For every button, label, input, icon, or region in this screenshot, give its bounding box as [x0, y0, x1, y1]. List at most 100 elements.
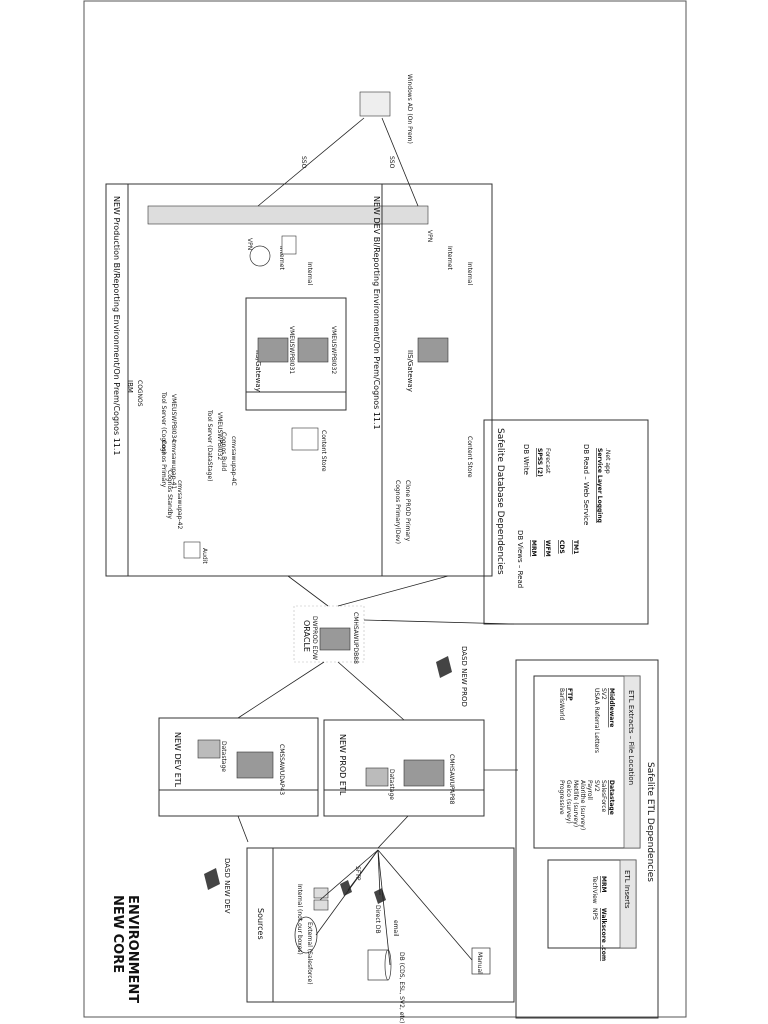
- cognos-build-host: cmvsawupap-4C: [230, 436, 237, 486]
- sftp-icon: [340, 880, 352, 896]
- etl-extracts-title: ETL Extracts – File Location: [627, 690, 635, 785]
- spss-label: SPSS (2): [536, 448, 543, 477]
- manual-label: Manual: [476, 952, 483, 974]
- sftp-label: SFTP: [354, 866, 361, 881]
- datastage-extract-title: Datastage: [608, 780, 615, 815]
- sso-label-1: SSO: [300, 156, 307, 169]
- server-icon: [417, 337, 449, 363]
- tool-server-2-label: Tool Server (DataStage): [206, 409, 213, 482]
- datastage-label: Datastage: [220, 741, 227, 772]
- windows-ad-label: Windows AD (On Prem): [406, 74, 413, 144]
- diagram-title-line1: NEW CORE: [110, 895, 125, 973]
- db-view-item: WFM: [544, 540, 551, 557]
- extract-item: SalesForce: [600, 780, 607, 813]
- oracle-db-label: DWPROD EDW: [311, 616, 318, 660]
- etl-inserts-title: ETL Inserts: [623, 870, 631, 909]
- prod-etl-box: NEW PROD ETL Datastage CMHSAWUPAP88: [323, 719, 485, 817]
- middleware-title: Middleware: [608, 688, 615, 727]
- page-frame: [83, 0, 687, 1018]
- extract-item: Metlife (survey): [572, 780, 579, 827]
- db-views-label: DB Views – Read: [516, 530, 524, 588]
- db-view-item: CDS: [558, 540, 565, 554]
- ibm-logo: IBM: [126, 380, 134, 393]
- forecast-label: Forecast: [544, 448, 551, 474]
- oracle-logo: ORACLE: [302, 620, 311, 652]
- walkscore-label: Walkscore .com: [600, 908, 607, 961]
- vme2-label: VMEUSWPBI032: [330, 326, 337, 374]
- server-icon: [313, 887, 329, 899]
- sources-title: Sources: [256, 908, 265, 940]
- dev-etl-title: NEW DEV ETL: [173, 732, 182, 788]
- mrm-label: MRM: [600, 876, 607, 893]
- cognos-primary-label: Cognos Primary: [160, 440, 167, 488]
- server-icon: [236, 751, 274, 779]
- db-read-ws-label: DB Read – Web Service: [582, 444, 590, 525]
- cognos-logo: COGNOS: [136, 380, 143, 407]
- internal-label: Internal: [306, 262, 313, 285]
- extract-item: Progressive: [558, 780, 565, 815]
- laptop-icon: [471, 947, 491, 975]
- ftp-title: FTP: [566, 688, 573, 701]
- db-source-label: DB (CDS, ESL, SV2, etc): [398, 952, 405, 1023]
- safelite-etl-box: Safelite ETL Dependencies ETL Inserts MR…: [515, 659, 659, 1019]
- extract-item: BarlsWorld: [558, 688, 565, 720]
- oracle-edw: ORACLE DWPROD EDW CMHSAWUPDB88: [293, 605, 365, 664]
- server-icon: [319, 627, 351, 651]
- dev-vpn-label: VPN: [426, 230, 433, 242]
- direct-db-label: Direct DB: [374, 905, 381, 934]
- extract-item: Geico (survey): [565, 780, 572, 824]
- tool-server-2-host: VMEUSWPBI032: [216, 412, 223, 460]
- ibm-datastage-logo: [365, 767, 389, 787]
- content-store-icon: [291, 427, 319, 451]
- cognos-primary-host: cmvsawupap-41: [170, 440, 177, 489]
- extract-item: Alorithe (survey): [579, 780, 586, 830]
- extract-item: Payroll: [586, 780, 593, 800]
- server-icon: [297, 337, 329, 363]
- nps-label: NPS: [591, 908, 598, 920]
- cognos-build-label: Cognos Build: [220, 432, 227, 471]
- extract-item: USAA Referral Letters: [593, 688, 600, 753]
- server-icon: [403, 759, 445, 787]
- diagram-title-line2: ENVIRONMENT: [125, 895, 140, 1003]
- ibm-datastage-logo: [197, 739, 221, 759]
- service-layer-label: Service Layer Logging: [596, 448, 603, 523]
- server-icon: [313, 899, 329, 911]
- datastage-label: Datastage: [388, 769, 395, 800]
- iis-label: IIS/Gateway: [254, 350, 262, 392]
- dasd-dev-icon: [204, 868, 220, 890]
- oracle-host: CMHSAWUPDB88: [352, 612, 359, 664]
- vme1-label: VMEUSWPBI031: [288, 326, 295, 374]
- sso-label-2: SSO: [388, 156, 395, 169]
- dev-bi-box: NEW DEV BI/Reporting Environment/On Prem…: [372, 183, 493, 577]
- internal-source-label: Internal (not our boxes): [296, 884, 303, 955]
- dev-etl-box: NEW DEV ETL Datastage CMSSAWUDAP43: [158, 717, 319, 817]
- laptop-icon: [281, 235, 297, 255]
- external-source-label: External (Salesforce): [306, 922, 313, 985]
- iis-frame: [245, 297, 347, 411]
- internet-label: Internet: [278, 246, 285, 270]
- safelite-etl-frame: [515, 659, 659, 1019]
- dasd-dev-label: DASD NEW DEV: [223, 858, 231, 914]
- audit-label: Audit: [201, 548, 208, 564]
- content-store-label: Content Store: [320, 430, 327, 472]
- dev-internal-label: Internal: [466, 262, 473, 285]
- dasd-prod-label: DASD NEW PROD: [460, 646, 468, 707]
- prod-etl-title: NEW PROD ETL: [338, 734, 347, 796]
- safelite-etl-title: Safelite ETL Dependencies: [645, 762, 655, 882]
- cognos-standby-label: Cognos Standby: [166, 470, 173, 519]
- prod-bi-frame: [105, 183, 493, 577]
- cognos-standby-host: cmvsawupap-42: [176, 480, 183, 529]
- dasd-prod-icon: [436, 656, 452, 678]
- tool-server-1-label: Tool Server (Cognos): [160, 391, 167, 454]
- prod-etl-host: CMHSAWUPAP88: [448, 754, 455, 805]
- dev-clone-label: Clone PROD Primary: [404, 480, 411, 542]
- sources-box: Sources External (Salesforce) Internal (…: [246, 847, 515, 1023]
- dev-cognos-primary-label: Cognos Primary(Dev): [394, 480, 401, 544]
- cloud-icon: [294, 916, 318, 954]
- prod-bi-title: NEW Production BI/Reporting Environment/…: [112, 196, 121, 456]
- firewall-icon: [147, 205, 429, 225]
- safelite-db-frame: [483, 419, 649, 625]
- tool-server-1-host: VMEUSWPBI034: [170, 394, 177, 442]
- dev-bi-frame: [381, 183, 493, 577]
